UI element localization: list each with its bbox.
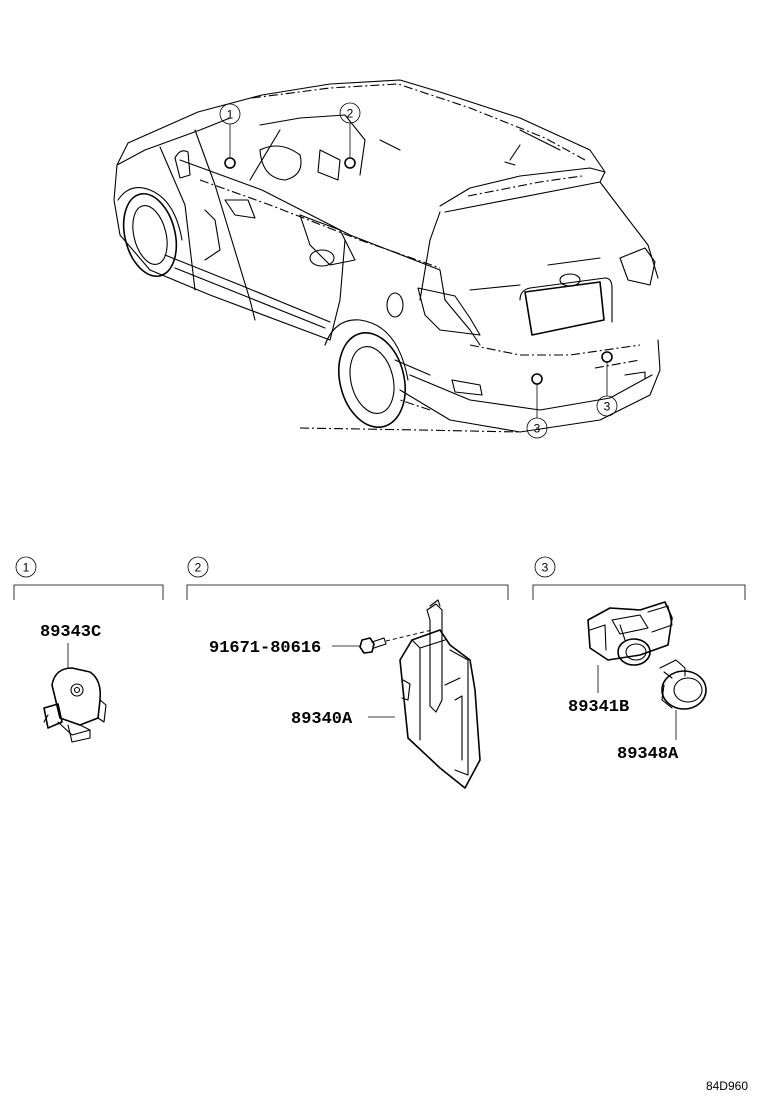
group-2: 2 91671-80616 89340A — [186, 556, 509, 789]
callout-1-number: 1 — [227, 108, 234, 122]
callout-2: 2 — [339, 102, 361, 158]
callout-1: 1 — [219, 103, 241, 158]
callout-3-right: 3 — [596, 362, 618, 417]
callout-2-number: 2 — [347, 107, 354, 121]
sensor-marker-2 — [344, 157, 356, 169]
part-89340A-drawing — [399, 599, 481, 789]
part-91671-80616-label: 91671-80616 — [209, 639, 321, 658]
callout-3-left-number: 3 — [534, 422, 541, 436]
group-1: 1 89343C — [13, 556, 164, 743]
part-89348A-drawing — [659, 659, 707, 710]
part-89340A-label: 89340A — [291, 710, 353, 729]
diagram-code: 84D960 — [706, 1079, 748, 1093]
part-89343C-drawing — [43, 667, 107, 743]
part-89343C-label: 89343C — [40, 623, 101, 642]
sensor-marker-3-left — [531, 373, 543, 385]
group-1-number: 1 — [23, 561, 30, 575]
part-89341B-drawing — [587, 601, 673, 666]
group-3: 3 89341B 89348A — [532, 556, 746, 764]
sensor-marker-3-right — [601, 351, 613, 363]
group-3-number: 3 — [542, 561, 549, 575]
part-89341B-label: 89341B — [568, 698, 629, 717]
group-2-number: 2 — [195, 561, 202, 575]
vehicle-illustration — [113, 79, 661, 433]
bolt-drawing — [359, 629, 433, 654]
sensor-marker-1 — [224, 157, 236, 169]
part-89348A-label: 89348A — [617, 745, 679, 764]
callout-3-left: 3 — [526, 384, 548, 439]
callout-3-right-number: 3 — [604, 400, 611, 414]
